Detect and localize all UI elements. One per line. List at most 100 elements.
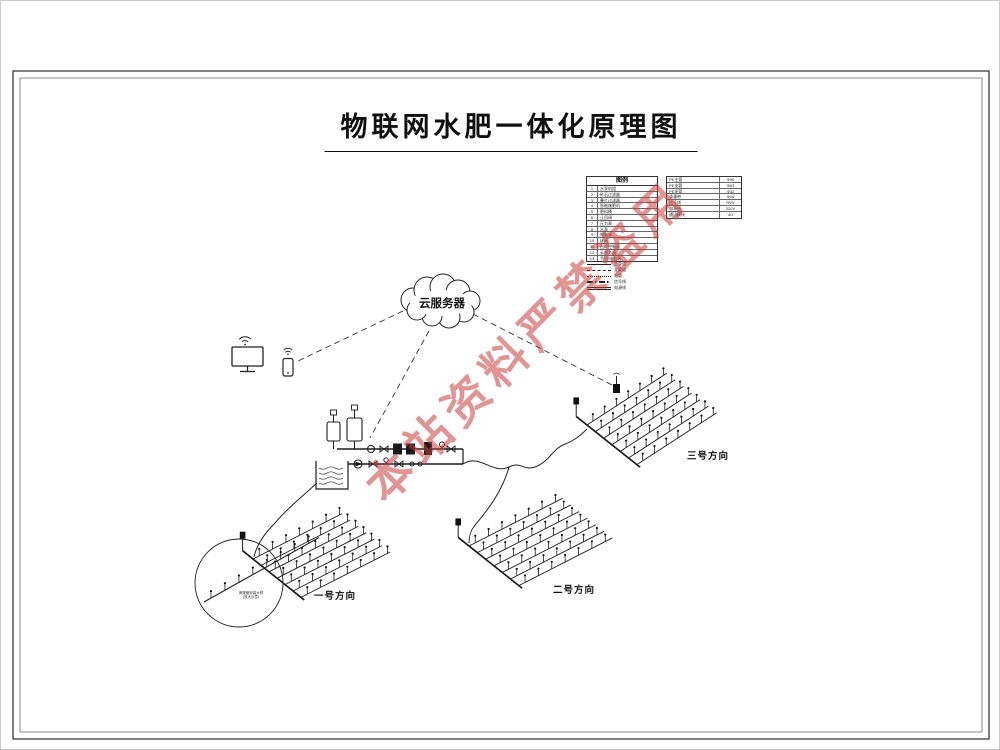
gauge-icon	[439, 441, 445, 448]
sprinkler-icon	[668, 423, 671, 426]
sprinkler-icon	[316, 559, 320, 562]
link-cloud-equipment	[369, 330, 430, 439]
sprinkler-icon	[509, 527, 512, 530]
sprinkler-icon	[645, 438, 648, 441]
sprinkler-icon	[515, 567, 518, 570]
cloud-label: 云服务器	[419, 296, 465, 310]
sprinkler-icon	[293, 543, 296, 546]
sprinkler-icon	[615, 397, 618, 401]
sprinkler-icon	[631, 411, 635, 414]
field3-controller-icon	[613, 372, 620, 393]
sprinkler-icon	[348, 532, 352, 536]
sprinkler-icon	[338, 506, 341, 510]
sprinkler-icon	[688, 422, 691, 425]
sprinkler-icon	[648, 424, 651, 427]
sprinkler-icon	[562, 500, 565, 503]
field-pipe-routes	[253, 428, 588, 558]
sprinkler-icon	[700, 414, 703, 417]
sprinkler-icon	[638, 382, 642, 385]
sprinkler-icon	[474, 534, 477, 537]
sprinkler-icon	[712, 406, 715, 410]
sprinkler-icon	[608, 426, 611, 429]
sprinkler-icon	[651, 409, 655, 413]
sprinkler-icon	[665, 437, 668, 440]
line-type-row: 电源线	[587, 285, 659, 291]
sprinkler-icon	[314, 540, 317, 543]
detail-circle	[194, 538, 284, 628]
sprinkler-icon	[520, 554, 523, 557]
sprinkler-icon	[539, 534, 542, 537]
sprinkler-icon	[295, 560, 298, 563]
sprinkler-icon	[655, 395, 658, 398]
sprinkler-icon	[678, 380, 682, 383]
dashed-links	[297, 310, 619, 439]
field-controller-icon	[455, 518, 462, 526]
sprinkler-icon	[324, 566, 328, 569]
sprinkler-icon	[370, 532, 373, 535]
gauge-icon	[383, 457, 389, 463]
link-cloud-terminals	[297, 310, 404, 362]
sprinkler-icon	[595, 526, 599, 530]
sprinkler-icon	[332, 520, 336, 523]
sprinkler-icon	[529, 560, 532, 564]
sprinkler-icon	[675, 394, 678, 397]
sprinkler-icon	[552, 527, 555, 530]
detail-note-line1: 滴灌管安装大样	[238, 591, 264, 595]
sprinkler-icon	[514, 514, 517, 517]
water-tank-icon	[315, 461, 349, 490]
sprinkler-icon	[517, 534, 520, 537]
route-to-field2	[468, 466, 510, 544]
sprinkler-icon	[330, 552, 333, 556]
line-sample	[587, 275, 611, 277]
line-type-row: 支管道	[587, 267, 659, 273]
monitor-icon	[231, 336, 264, 373]
line-type-row: 信号线	[587, 279, 659, 285]
sprinkler-icon	[554, 493, 557, 497]
drawing-frame	[12, 70, 990, 740]
sprinkler-icon	[319, 579, 322, 582]
sprinkler-icon	[663, 402, 666, 405]
sprinkler-icon	[550, 560, 553, 563]
sprinkler-icon	[306, 586, 309, 589]
sprinkler-icon	[534, 547, 537, 550]
sprinkler-icon	[490, 547, 493, 551]
line-type-row: 主管道	[587, 261, 659, 267]
sprinkler-icon	[565, 520, 569, 523]
sprinkler-icon	[265, 558, 268, 561]
field2-label: 二号方向	[552, 585, 596, 596]
sprinkler-icon	[346, 513, 349, 516]
sprinkler-icon	[298, 579, 301, 582]
sprinkler-icon	[641, 452, 644, 455]
detail-lateral	[203, 535, 320, 603]
sprinkler-icon	[512, 547, 515, 550]
sprinkler-icon	[692, 407, 695, 411]
irrigation-fields	[203, 367, 717, 603]
wifi-dot	[244, 343, 246, 346]
sprinkler-icon	[564, 553, 567, 557]
sprinkler-icon	[525, 540, 528, 544]
sprinkler-icon	[507, 561, 510, 564]
sprinkler-icon	[308, 553, 312, 556]
sprinkler-icon	[672, 408, 675, 412]
detail-note-line2: (放大示意)	[242, 595, 260, 600]
sprinkler-icon	[292, 540, 296, 543]
sprinkler-icon	[322, 546, 325, 549]
valve-icon	[446, 445, 456, 453]
page-title: 物联网水肥一体化原理图	[324, 105, 698, 152]
sprinkler-icon	[670, 373, 673, 377]
line-type-legend: 主管道支管道毛管信号线电源线	[587, 261, 659, 291]
sprinkler-icon	[499, 554, 502, 557]
